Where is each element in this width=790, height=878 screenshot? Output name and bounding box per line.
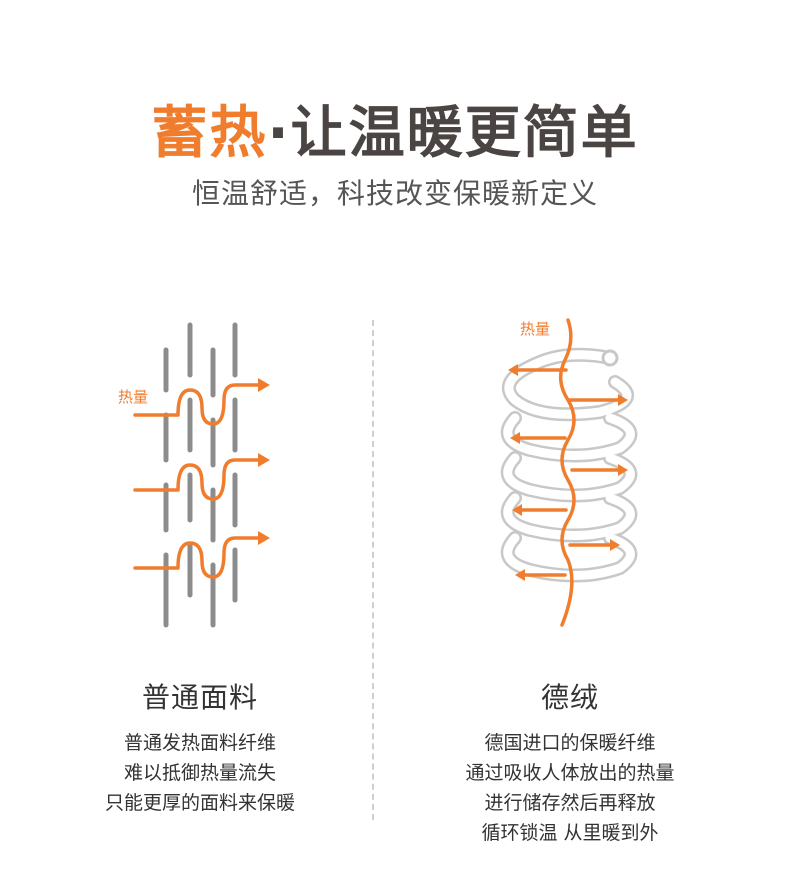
dewool-coil-illustration: 热量 xyxy=(500,318,638,627)
right-desc-line: 进行储存然后再释放 xyxy=(484,792,656,814)
headline: 蓄热·让温暖更简单 xyxy=(0,88,790,169)
right-desc-line: 通过吸收人体放出的热量 xyxy=(465,762,675,784)
headline-accent: 蓄热 xyxy=(151,101,268,166)
coil-end xyxy=(601,349,619,367)
headline-rest: 让温暖更简单 xyxy=(290,101,639,166)
right-desc-line: 德国进口的保暖纤维 xyxy=(484,732,656,754)
heat-arrow-icon xyxy=(133,383,260,579)
left-heat-label: 热量 xyxy=(118,388,148,406)
right-column-description: 德国进口的保暖纤维 通过吸收人体放出的热量 进行储存然后再释放 循环锁温 从里暖… xyxy=(410,728,730,848)
arrowheads xyxy=(258,378,270,545)
left-column-title: 普通面料 xyxy=(141,681,258,714)
subtitle: 恒温舒适，科技改变保暖新定义 xyxy=(191,177,598,210)
ordinary-fabric-illustration: 热量 xyxy=(118,322,270,628)
left-desc-line: 难以抵御热量流失 xyxy=(123,762,276,784)
column-divider xyxy=(372,320,374,820)
left-desc-line: 只能更厚的面料来保暖 xyxy=(104,792,295,814)
left-desc-line: 普通发热面料纤维 xyxy=(123,732,276,754)
heat-arrow-icon xyxy=(516,318,620,627)
right-heat-label: 热量 xyxy=(520,320,550,338)
right-column-title: 德绒 xyxy=(540,681,599,714)
arrowheads xyxy=(508,364,628,581)
right-desc-line: 循环锁温 从里暖到外 xyxy=(481,822,659,844)
headline-dot: · xyxy=(267,101,291,166)
left-column-description: 普通发热面料纤维 难以抵御热量流失 只能更厚的面料来保暖 xyxy=(40,728,360,818)
